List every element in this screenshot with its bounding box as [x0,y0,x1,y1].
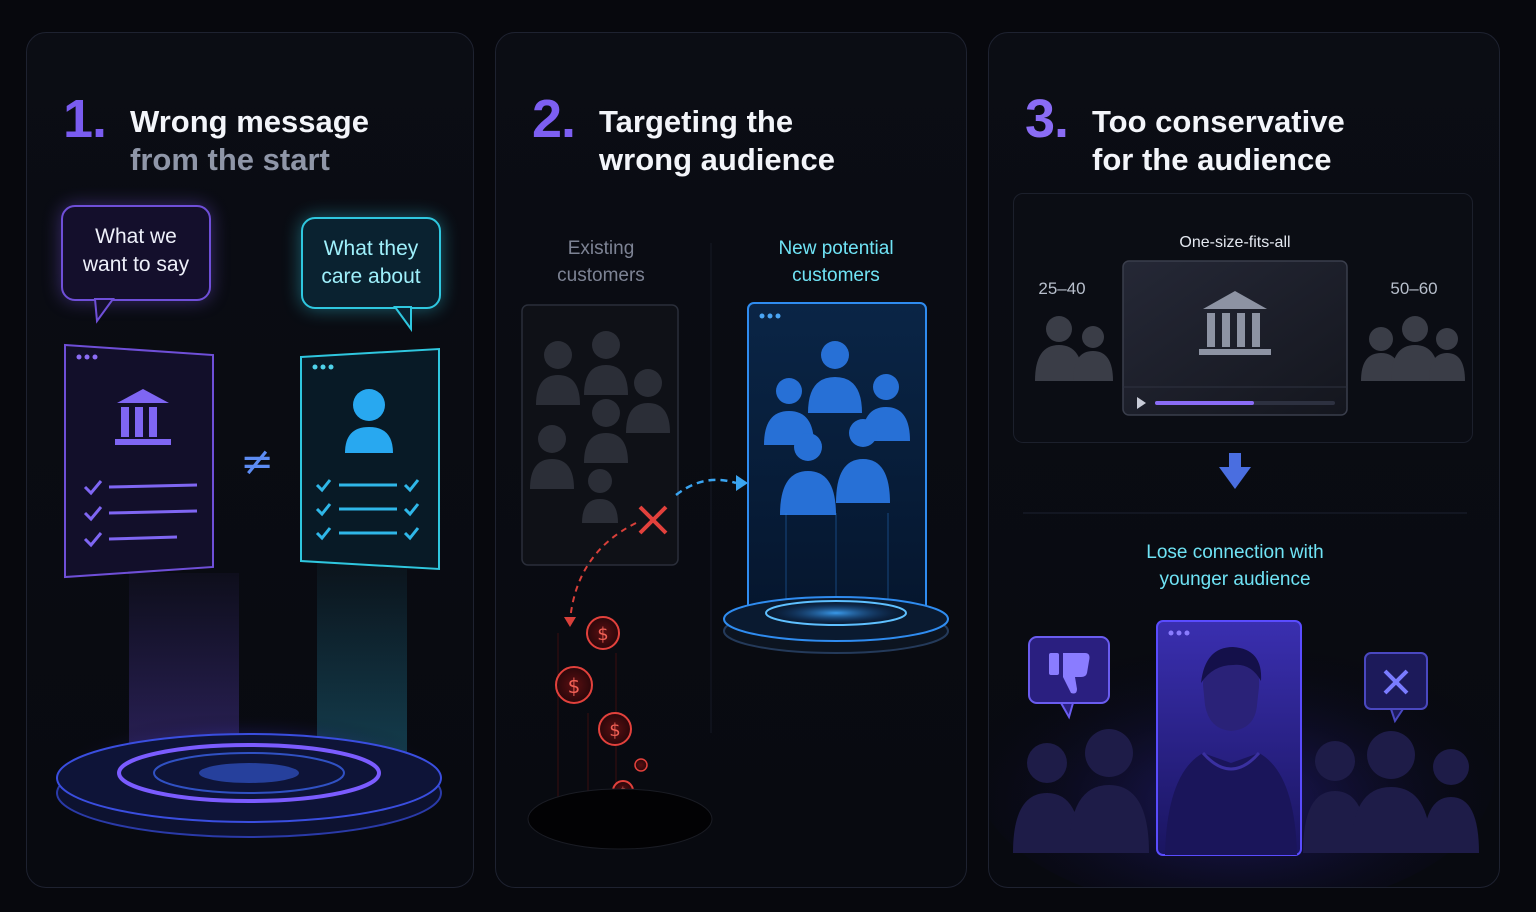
speech-bubble-what-they-care: What they care about [301,217,441,309]
drain-hole [527,788,713,850]
label-line: Lose connection with [1146,542,1324,563]
brand-message-card [64,343,214,579]
bubble-line: What we [95,225,177,248]
platform-glow [766,601,906,625]
new-customers-label: New potential customers [746,235,926,289]
speech-bubble-what-we-want: What we want to say [61,205,211,301]
not-equal-sign: ≠ [240,439,274,485]
existing-customers-label: Existing customers [526,235,676,289]
label-line: customers [557,265,645,286]
panel-wrong-audience: 2. Targeting the wrong audience Existing… [495,32,967,888]
bubble-line: care about [321,265,421,288]
panel-heading: 2. Targeting the wrong audience [532,91,835,179]
platform-ring [153,752,345,794]
checkmark-list [315,479,420,541]
label-line: younger audience [1159,569,1311,590]
arrow-icon [564,617,576,627]
play-icon[interactable] [1137,397,1146,409]
label-line: customers [792,265,880,286]
bubble-line: What they [323,237,419,260]
svg-text:$: $ [597,624,608,645]
young-viewer-card [1156,620,1302,856]
step-number: 2. [532,89,576,149]
panel-wrong-message: 1. Wrong message from the start What we … [26,32,474,888]
panel-2-illustration: $ $ $ $ [521,243,949,850]
checkmark-list [83,480,198,548]
rejection-bubble [1364,652,1428,724]
customer-profile-card [300,347,440,571]
result-label: Lose connection with younger audience [1095,539,1375,593]
panel-heading: 1. Wrong message from the start [63,91,369,179]
platform-ring [765,600,907,626]
people-group-icon [764,341,910,515]
svg-text:$: $ [568,674,581,698]
down-arrow-icon [1219,453,1251,489]
label-line: New potential [778,238,894,259]
label-line: Existing [567,238,635,259]
video-label: One-size-fits-all [1179,234,1291,251]
bubble-line: want to say [82,253,190,276]
panel-heading: 3. Too conservative for the audience [1025,91,1345,179]
progress-fill [1155,401,1254,405]
arrow-icon [736,475,748,491]
thumbs-down-bubble [1028,636,1110,720]
people-group-icon [530,331,670,523]
bubble-tail [93,298,115,324]
redirect-arrow [675,478,737,496]
people-group-icon [1361,316,1465,381]
title-line-2: for the audience [1092,142,1332,177]
title-line-1: Too conservative [1092,104,1345,139]
dollar-coin-icon: $ [586,616,620,650]
dollar-coin-icon: $ [598,712,632,746]
bubble-tail [393,306,412,333]
video-player[interactable] [1122,260,1348,416]
existing-customers-card [521,304,679,566]
x-icon [1383,669,1409,695]
person-icon [345,389,393,453]
dollar-coin-icon: $ [555,666,593,704]
falling-path [569,522,637,622]
bank-icon [1199,291,1271,355]
title-line-1: Targeting the [599,104,794,139]
panel-1-illustration: ≠ [49,298,449,838]
thumbs-down-icon [1049,653,1090,694]
platform-core [199,763,299,783]
new-customers-card [747,302,927,614]
crowd-silhouettes [1013,729,1479,853]
title-line-2: wrong audience [599,142,836,177]
people-group-icon [1035,316,1113,381]
title-line-2: from the start [130,142,330,177]
title-line-1: Wrong message [130,104,369,139]
panel-too-conservative: 3. Too conservative for the audience One… [988,32,1500,888]
platform-ring [117,743,381,803]
step-number: 3. [1025,89,1069,149]
bank-icon [115,389,171,445]
cross-icon [638,505,668,535]
panel-3-illustration [989,260,1495,887]
svg-text:$: $ [609,720,620,741]
age-group-right: 50–60 [1390,279,1438,298]
age-group-left: 25–40 [1038,279,1086,298]
step-number: 1. [63,89,107,149]
young-person-avatar [1165,647,1297,855]
